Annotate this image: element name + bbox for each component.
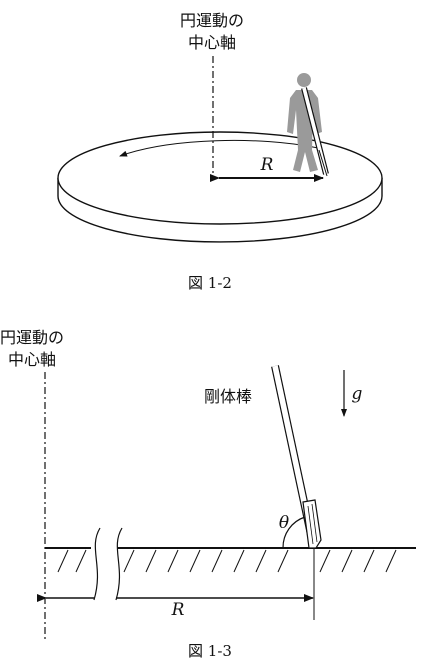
fig3-caption: 図 1-3 [188,642,232,660]
fig2-rod [301,87,329,177]
figure-1-2: 円運動の 中心軸 R 図 1-2 [57,11,383,292]
ground-hatching [57,549,397,573]
fig3-axis-label-line1: 円運動の [0,328,64,347]
fig2-radius-label: R [260,155,274,175]
fig3-axis-label-line2: 中心軸 [8,350,56,369]
person-figure [287,73,322,172]
rod-label: 剛体棒 [204,387,252,406]
rotation-arrow [119,139,319,157]
angle-label: θ [279,513,289,533]
gravity-label: g [352,384,363,404]
fig2-caption: 図 1-2 [188,274,232,292]
figure-1-3: 円運動の 中心軸 θ [0,328,416,660]
break-marks [93,527,123,601]
fig2-axis-label-line2: 中心軸 [188,33,236,52]
fig2-axis-label-line1: 円運動の [180,11,244,30]
fig3-rod [271,365,322,549]
fig3-radius-label: R [171,600,185,620]
angle-arc [282,516,306,549]
